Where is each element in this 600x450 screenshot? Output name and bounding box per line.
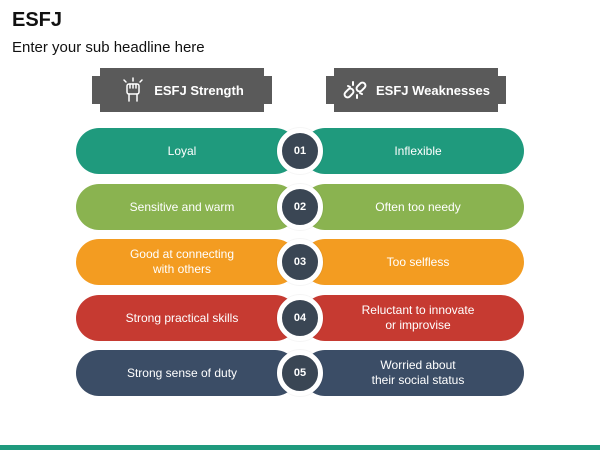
comparison-row-3: Good at connecting with others Too selfl…: [76, 239, 524, 285]
number-badge: 04: [277, 295, 323, 341]
strength-text: Strong sense of duty: [126, 365, 238, 380]
weakness-pill: Worried about their social status: [302, 350, 524, 396]
strength-text: Strong practical skills: [125, 310, 239, 325]
strength-pill: Strong practical skills: [76, 295, 298, 341]
weakness-text: Too selfless: [386, 254, 450, 269]
number-label: 02: [293, 201, 307, 213]
weakness-header: ESFJ Weaknesses: [326, 68, 506, 112]
weakness-pill: Often too needy: [302, 184, 524, 230]
weakness-pill: Too selfless: [302, 239, 524, 285]
strength-pill: Strong sense of duty: [76, 350, 298, 396]
strength-text: Good at connecting with others: [129, 247, 235, 276]
weakness-text: Inflexible: [394, 143, 442, 158]
weakness-text: Reluctant to innovate or improvise: [361, 303, 475, 332]
slide-title: ESFJ: [12, 9, 63, 31]
strength-header: ESFJ Strength: [92, 68, 272, 112]
weakness-text: Worried about their social status: [371, 358, 465, 387]
number-badge: 01: [277, 128, 323, 174]
weakness-pill: Reluctant to innovate or improvise: [302, 295, 524, 341]
number-badge: 05: [277, 350, 323, 396]
comparison-row-4: Strong practical skills Reluctant to inn…: [76, 295, 524, 341]
raised-fist-icon: [123, 77, 143, 102]
number-badge: 02: [277, 184, 323, 230]
strength-pill: Loyal: [76, 128, 298, 174]
strength-header-label: ESFJ Strength: [154, 82, 244, 98]
weakness-header-shape: [326, 68, 506, 112]
broken-chain-icon: [343, 81, 367, 99]
weakness-text: Often too needy: [375, 199, 461, 214]
number-label: 01: [293, 145, 307, 157]
comparison-row-5: Strong sense of duty Worried about their…: [76, 350, 524, 396]
number-label: 04: [293, 312, 307, 324]
weakness-pill: Inflexible: [302, 128, 524, 174]
number-badge: 03: [277, 239, 323, 285]
strength-text: Sensitive and warm: [129, 199, 235, 214]
strength-text: Loyal: [167, 143, 197, 158]
weakness-header-label: ESFJ Weaknesses: [376, 82, 490, 98]
bottom-accent-bar: [0, 445, 600, 450]
slide-subtitle: Enter your sub headline here: [12, 39, 205, 56]
strength-pill: Sensitive and warm: [76, 184, 298, 230]
strength-pill: Good at connecting with others: [76, 239, 298, 285]
number-label: 05: [293, 367, 307, 379]
comparison-row-1: Loyal Inflexible 01: [76, 128, 524, 174]
number-label: 03: [293, 256, 307, 268]
comparison-row-2: Sensitive and warm Often too needy 02: [76, 184, 524, 230]
